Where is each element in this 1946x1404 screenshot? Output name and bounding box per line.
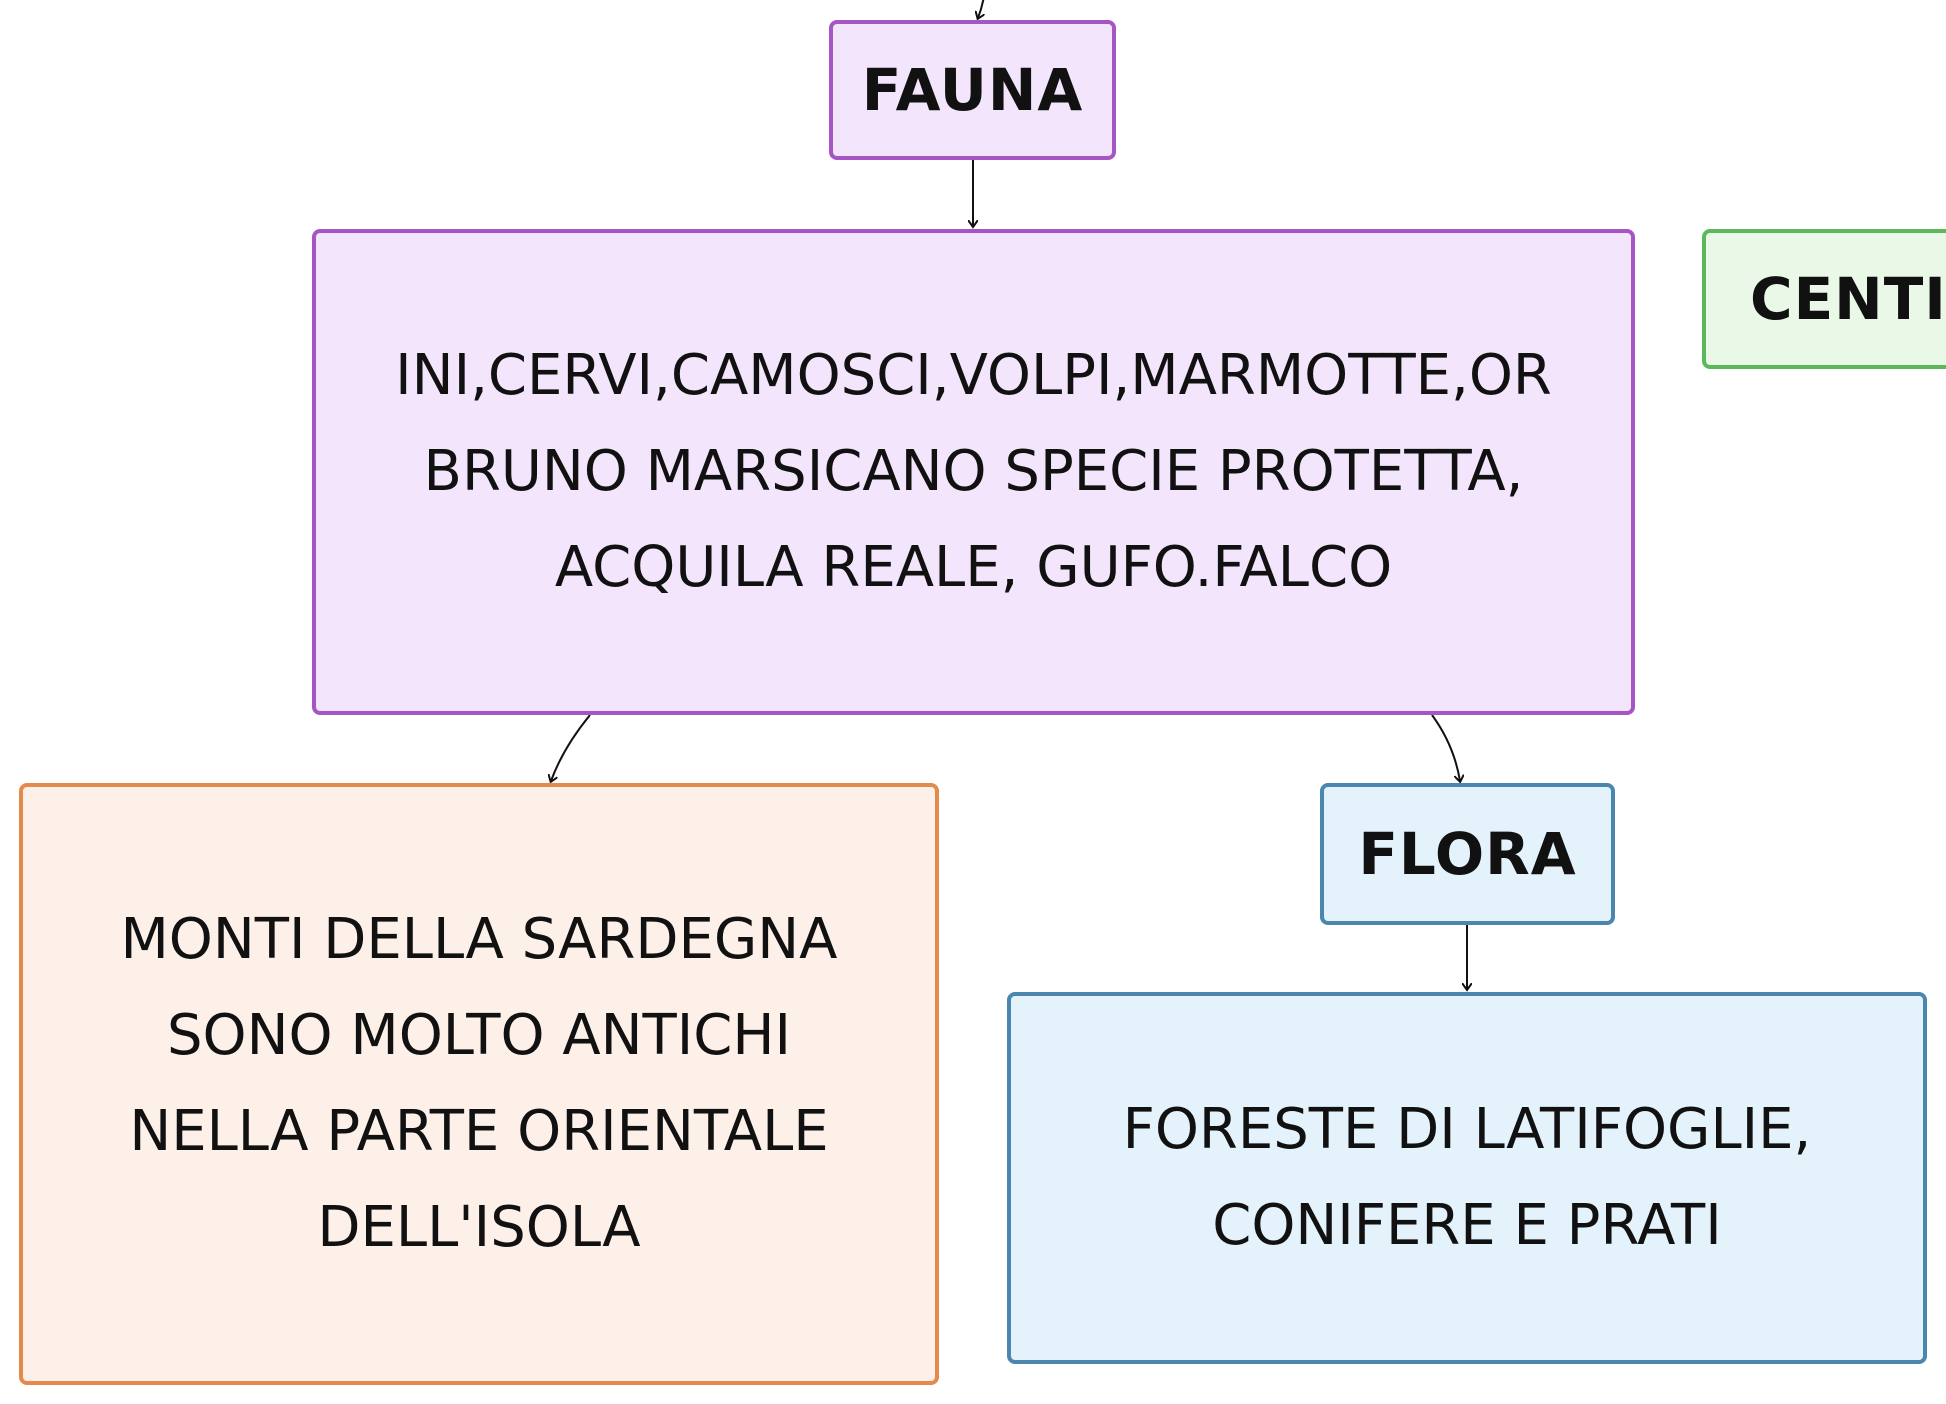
node-flora-label: FLORA: [1358, 820, 1577, 888]
node-flora[interactable]: FLORA: [1320, 783, 1615, 925]
fauna-list-line: INI,CERVI,CAMOSCI,VOLPI,MARMOTTE,OR: [395, 343, 1552, 408]
flora-list-line: FORESTE DI LATIFOGLIE,: [1122, 1097, 1812, 1162]
connector-fauna-list-to-flora: [1431, 714, 1460, 781]
fauna-list-line: BRUNO MARSICANO SPECIE PROTETTA,: [423, 439, 1524, 504]
node-fauna-list[interactable]: INI,CERVI,CAMOSCI,VOLPI,MARMOTTE,OR BRUN…: [312, 229, 1635, 715]
fauna-list-line: ACQUILA REALE, GUFO.FALCO: [554, 535, 1393, 600]
monti-line: NELLA PARTE ORIENTALE: [129, 1099, 829, 1164]
node-fauna-label: FAUNA: [861, 56, 1084, 124]
node-centri-label: CENTI: [1750, 265, 1946, 333]
monti-line: SONO MOLTO ANTICHI: [166, 1003, 791, 1068]
flora-list-line: CONIFERE E PRATI: [1212, 1193, 1722, 1258]
node-centri[interactable]: CENTI: [1702, 229, 1946, 369]
monti-line: MONTI DELLA SARDEGNA: [120, 907, 838, 972]
node-monti[interactable]: MONTI DELLA SARDEGNA SONO MOLTO ANTICHI …: [19, 783, 939, 1385]
node-flora-list[interactable]: FORESTE DI LATIFOGLIE, CONIFERE E PRATI: [1007, 992, 1927, 1364]
connector-fauna-list-to-monti: [551, 714, 591, 781]
connector-from-above-to-fauna: [978, 0, 985, 18]
monti-line: DELL'ISOLA: [317, 1195, 641, 1260]
node-fauna[interactable]: FAUNA: [829, 20, 1116, 160]
